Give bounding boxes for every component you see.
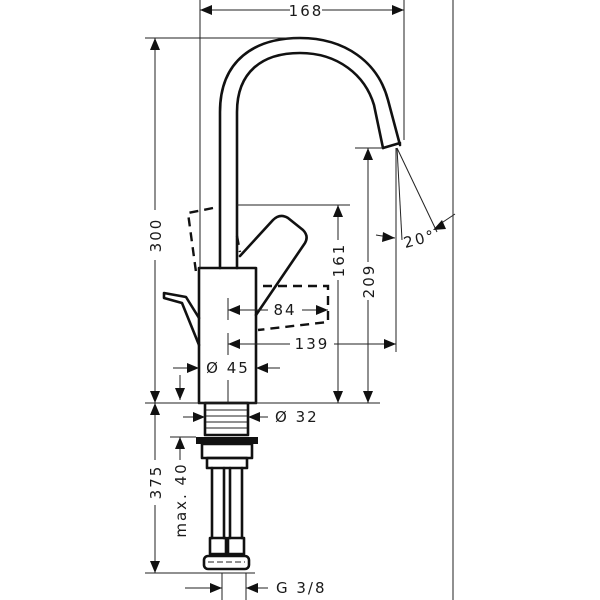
label-body-diameter: Ø 45 [206, 359, 250, 377]
label-spout-outlet-height: 209 [360, 264, 378, 299]
label-spout-reach: 139 [295, 335, 330, 353]
lever-alt-position-forward [257, 284, 330, 332]
label-shank-diameter: Ø 32 [275, 408, 319, 426]
lever-alt-small [235, 235, 242, 253]
rear-handle [162, 291, 201, 347]
lever-alt-position-back [186, 206, 214, 273]
label-lever-reach: 84 [273, 301, 296, 319]
label-max-deck-thickness: max. 40 [172, 462, 190, 537]
label-spout-angle: 20° [402, 226, 438, 252]
spout-inner [235, 51, 385, 270]
label-connection-thread: G 3/8 [276, 579, 327, 597]
faucet-body [162, 36, 402, 571]
dimension-labels: 168 300 161 209 20° 84 139 Ø 45 Ø 32 375… [147, 2, 438, 597]
label-overall-width: 168 [289, 2, 324, 20]
dimension-lines [145, 0, 456, 600]
mounting-shank [196, 401, 258, 571]
spout-outlet [381, 141, 402, 150]
lever [238, 214, 308, 317]
label-total-height: 300 [147, 218, 165, 253]
spout-outer [218, 36, 402, 270]
label-lever-height: 161 [330, 243, 348, 278]
label-below-deck-length: 375 [147, 465, 165, 500]
